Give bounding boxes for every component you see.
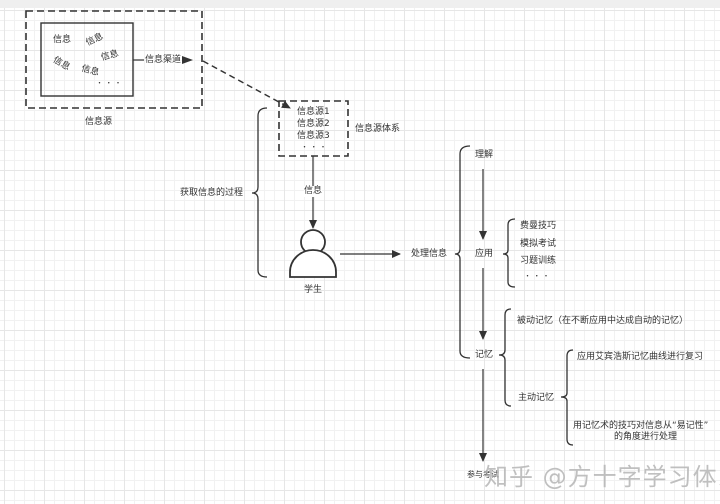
- memory-types-brace: [498, 308, 512, 407]
- info-source-system-caption: 信息源体系: [355, 124, 401, 134]
- acquire-process-brace: [251, 107, 268, 278]
- process-brace: [454, 145, 471, 359]
- student-label: 学生: [304, 285, 323, 295]
- info-item: 信息: [53, 35, 72, 45]
- apply-method-ellipsis: ・ ・ ・: [524, 272, 550, 280]
- active-memory-method: 应用艾宾浩斯记忆曲线进行复习: [577, 352, 704, 362]
- apply-method: 模拟考试: [520, 239, 557, 249]
- dashed-connector-arrow: [202, 60, 291, 109]
- active-memory-method: 的角度进行处理: [614, 432, 678, 442]
- info-ellipsis: ・ ・ ・: [96, 79, 122, 87]
- apply-method: 习题训练: [520, 256, 557, 266]
- info-source-caption: 信息源: [85, 117, 113, 127]
- active-memory-method: 用记忆术的技巧对信息从“易记性”: [573, 421, 709, 431]
- active-memory-brace: [560, 349, 574, 446]
- step-memorize: 记忆: [475, 350, 494, 360]
- info-source-system-item: 信息源1: [297, 107, 330, 117]
- active-memory: 主动记忆: [518, 393, 555, 403]
- acquire-process-label: 获取信息的过程: [180, 188, 244, 198]
- info-source-system-item: 信息源2: [297, 119, 330, 129]
- top-strip: [0, 0, 720, 8]
- step-apply: 应用: [475, 249, 494, 259]
- watermark: 知乎 @方十字学习体系: [484, 463, 720, 491]
- step-understand: 理解: [475, 150, 494, 160]
- canvas-grid: [0, 8, 720, 504]
- channel-label: 信息渠道: [145, 55, 182, 65]
- step-exam: 参与考试: [467, 470, 499, 479]
- info-source-outer-box[interactable]: [25, 10, 203, 109]
- info-arrow-label: 信息: [304, 186, 323, 197]
- channel-arrow-head: [182, 56, 193, 64]
- passive-memory: 被动记忆（在不断应用中达成自动的记忆）: [517, 316, 689, 326]
- student-icon[interactable]: [289, 229, 337, 278]
- apply-methods-brace: [502, 218, 516, 288]
- process-info-label: 处理信息: [411, 249, 448, 259]
- info-source-system-item: 信息源3: [297, 131, 330, 141]
- apply-method: 费曼技巧: [520, 221, 557, 231]
- info-source-system-ellipsis: ・ ・ ・: [301, 143, 327, 151]
